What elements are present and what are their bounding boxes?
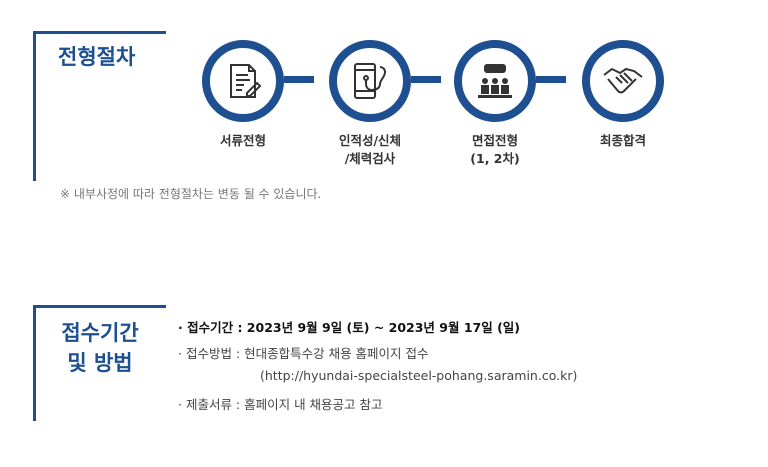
step-label: 최종합격	[563, 132, 683, 150]
process-note: ※ 내부사정에 따라 전형절차는 변동 될 수 있습니다.	[60, 187, 322, 201]
handshake-icon	[603, 67, 643, 94]
step-interview	[454, 40, 536, 122]
interview-icon	[478, 64, 512, 98]
step-label-4: 최종합격	[599, 133, 646, 148]
connector	[411, 76, 441, 83]
step-label: 면접전형 (1, 2차)	[435, 132, 555, 168]
step-label-2: 인적성/신체	[338, 133, 402, 148]
step-final-pass	[582, 40, 664, 122]
connector	[284, 76, 314, 83]
step-label-3b: (1, 2차)	[470, 151, 520, 166]
documents-line: · 제출서류 : 홈페이지 내 채용공고 참고	[178, 397, 383, 412]
step-aptitude-test	[329, 40, 411, 122]
application-title: 접수기간 및 방법	[52, 318, 148, 378]
step-label-1: 서류전형	[219, 133, 266, 148]
period-line: · 접수기간 : 2023년 9월 9일 (토) ~ 2023년 9월 17일 …	[178, 317, 520, 336]
step-label-3: 면접전형	[471, 133, 518, 148]
connector	[536, 76, 566, 83]
step-label-2b: /체력검사	[344, 151, 396, 166]
step-label: 인적성/신체/체력검사	[310, 132, 430, 168]
url-link[interactable]: (http://hyundai-specialsteel-pohang.sara…	[260, 368, 578, 383]
application-title-line2: 및 방법	[67, 351, 133, 375]
document-pen-icon	[230, 64, 262, 98]
phone-stethoscope-icon	[354, 63, 387, 99]
application-frame	[33, 305, 166, 421]
step-label: 서류전형	[183, 132, 303, 150]
period-text: · 접수기간 : 2023년 9월 9일 (토) ~ 2023년 9월 17일 …	[178, 320, 521, 335]
method-line: · 접수방법 : 현대종합특수강 채용 홈페이지 접수	[178, 346, 429, 361]
application-title-line1: 접수기간	[61, 321, 139, 345]
step-document-review	[202, 40, 284, 122]
process-frame	[33, 31, 166, 181]
process-title: 전형절차	[58, 45, 136, 69]
